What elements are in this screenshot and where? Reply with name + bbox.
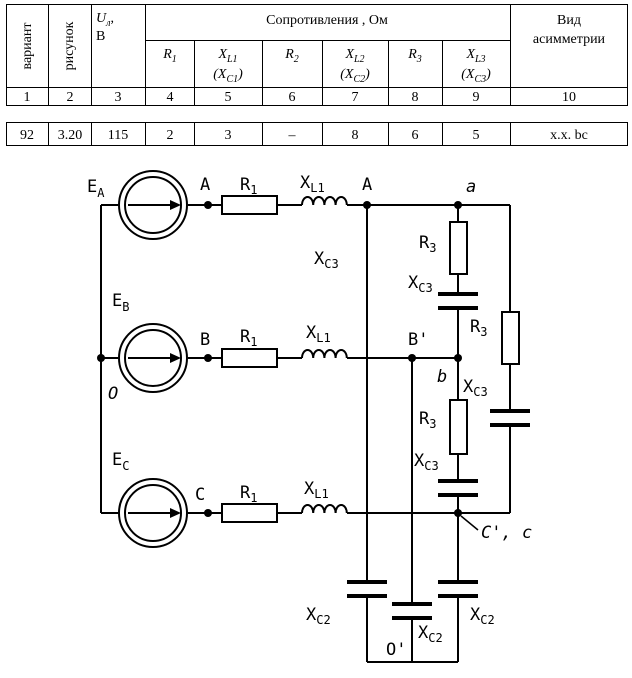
label-EB: EB: [112, 291, 129, 314]
column-number-4: 4: [167, 90, 174, 105]
column-number-row: 1 2 3 4 5 6 7 8 9 10: [24, 90, 577, 105]
label-XC3-mid-low: XC3: [414, 451, 439, 473]
subheader-1: XL1: [217, 47, 237, 65]
data-cell-5: 3: [225, 128, 232, 143]
subheader-0: R1: [162, 47, 177, 65]
circuit-diagram: EA EB EC O A B C A B' C', c a b O' R1 R1…: [87, 170, 532, 663]
label-XL1-A: XL1: [300, 173, 325, 195]
subheader-3: XL2: [344, 47, 364, 65]
column-number-5: 5: [225, 90, 232, 105]
column-number-9: 9: [473, 90, 480, 105]
data-cell-8: 6: [412, 128, 419, 143]
label-C-prime-c: C', c: [481, 523, 532, 543]
label-O: O: [108, 384, 118, 404]
label-R3-right: R3: [470, 317, 487, 339]
subheader-2: R2: [284, 47, 299, 65]
column-number-10: 10: [562, 90, 576, 105]
label-R3-top: R3: [419, 233, 436, 255]
column-number-6: 6: [289, 90, 296, 105]
header-voltage-sub: л: [105, 18, 111, 29]
parameters-table: вариант рисунок Uл, В Сопротивления , Ом…: [6, 4, 628, 146]
subheader-5: XL3: [465, 47, 485, 65]
label-O-prime: O': [386, 640, 406, 660]
header-voltage-unit: В: [96, 29, 105, 44]
label-XC2-right: XC2: [470, 605, 495, 627]
label-R1-C: R1: [240, 483, 257, 505]
subheader-alt-5: (XC3): [461, 67, 491, 85]
label-A: A: [200, 175, 210, 195]
data-cell-7: 8: [352, 128, 359, 143]
header-resistances: Сопротивления , Ом: [266, 13, 388, 28]
label-R3-lower: R3: [419, 409, 436, 431]
header-asym-line1: Вид: [557, 13, 581, 28]
label-R1-A: R1: [240, 175, 257, 197]
label-XC2-left: XC2: [306, 605, 331, 627]
label-C: C: [195, 485, 205, 505]
column-number-7: 7: [352, 90, 359, 105]
label-B: B: [200, 330, 210, 350]
header-asym-line2: асимметрии: [533, 32, 606, 47]
data-cell-9: 5: [473, 128, 480, 143]
label-XL1-C: XL1: [304, 479, 329, 501]
header-variant: вариант: [20, 23, 35, 70]
label-EA: EA: [87, 177, 105, 200]
label-b: b: [437, 367, 447, 387]
label-B-prime: B': [408, 330, 428, 350]
data-cell-3: 115: [108, 128, 128, 143]
header-voltage-symbol: U: [96, 11, 107, 26]
label-XC2-mid: XC2: [418, 623, 443, 645]
column-number-1: 1: [24, 90, 31, 105]
label-XC3-mid-top: XC3: [408, 273, 433, 295]
data-cell-2: 3.20: [58, 128, 83, 143]
label-a: a: [466, 177, 476, 197]
column-number-3: 3: [115, 90, 122, 105]
header-voltage: Uл,: [96, 11, 114, 29]
data-cell-6: –: [288, 128, 297, 143]
subheader-alt-3: (XC2): [340, 67, 370, 85]
column-number-8: 8: [412, 90, 419, 105]
subheader-alt-1: (XC1): [213, 67, 243, 85]
header-figure: рисунок: [62, 21, 77, 70]
data-row: 92 3.20 115 2 3 – 8 6 5 х.х. bc: [20, 128, 588, 143]
data-cell-1: 92: [20, 128, 34, 143]
label-XC3-left: XC3: [314, 249, 339, 271]
column-number-2: 2: [67, 90, 74, 105]
data-cell-10: х.х. bc: [550, 128, 588, 143]
data-cell-4: 2: [167, 128, 174, 143]
label-XL1-B: XL1: [306, 323, 331, 345]
label-A-right: A: [362, 175, 372, 195]
label-R1-B: R1: [240, 327, 257, 349]
resistance-subheaders: R1 XL1 (XC1) R2 XL2 (XC2) R3 XL3 (XC3): [162, 47, 491, 85]
subheader-4: R3: [407, 47, 422, 65]
label-EC: EC: [112, 450, 129, 473]
label-XC3-right: XC3: [463, 377, 488, 399]
